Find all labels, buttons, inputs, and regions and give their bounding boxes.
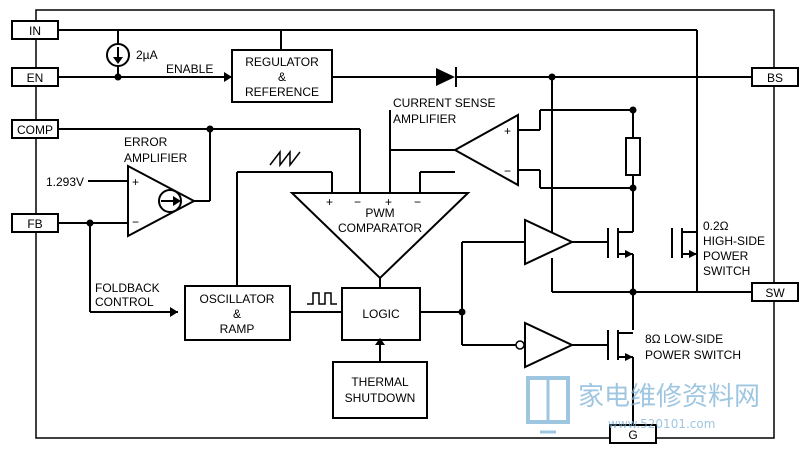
sawtooth-icon: [269, 149, 301, 168]
error-amp-label-1: ERROR: [124, 135, 168, 149]
pin-fb-label: FB: [27, 217, 42, 231]
svg-text:REFERENCE: REFERENCE: [245, 85, 319, 99]
junction-dots: [86, 73, 637, 316]
current-sense-label-1: CURRENT SENSE: [393, 96, 495, 110]
current-source-icon: [106, 43, 130, 67]
enable-label: ENABLE: [166, 62, 213, 76]
svg-text:+: +: [326, 195, 333, 209]
watermark-url: www.520101.com: [608, 417, 715, 431]
current-sense-amplifier: + −: [452, 113, 519, 187]
pin-g-label: G: [628, 428, 637, 442]
foldback-arrow-icon: [170, 307, 178, 317]
pin-comp: COMP: [11, 119, 59, 139]
pin-sw-label: SW: [765, 286, 785, 300]
high-side-driver: [524, 218, 575, 266]
pin-g: G: [609, 424, 657, 444]
high-side-label-2: HIGH-SIDE: [703, 234, 765, 248]
low-side-driver: [515, 321, 575, 369]
current-sense-label-2: AMPLIFIER: [393, 112, 457, 126]
pin-sw: SW: [751, 282, 799, 302]
svg-text:&: &: [233, 307, 241, 321]
current-source-label: 2µA: [136, 48, 158, 62]
svg-text:−: −: [414, 195, 421, 209]
pulse-train-icon: [307, 292, 337, 305]
svg-text:REGULATOR: REGULATOR: [245, 55, 319, 69]
pin-fb: FB: [11, 213, 59, 233]
pin-bs: BS: [751, 67, 799, 87]
high-side-label-1: 0.2Ω: [703, 219, 729, 233]
bootstrap-fet-icon: [689, 250, 697, 258]
pin-in-label: IN: [29, 24, 41, 38]
svg-text:RAMP: RAMP: [220, 322, 255, 336]
svg-text:SHUTDOWN: SHUTDOWN: [345, 391, 416, 405]
svg-text:OSCILLATOR: OSCILLATOR: [200, 292, 275, 306]
oscillator-block: OSCILLATOR & RAMP: [184, 285, 291, 341]
svg-text:−: −: [354, 195, 361, 209]
regulator-block: REGULATOR & REFERENCE: [231, 49, 333, 103]
enable-arrow-icon: [224, 72, 232, 82]
svg-text:+: +: [385, 195, 392, 209]
pwm-comparator: + − + − PWM COMPARATOR: [289, 192, 471, 280]
low-side-label-2: POWER SWITCH: [645, 348, 741, 362]
svg-text:−: −: [504, 164, 511, 178]
foldback-label-1: FOLDBACK: [95, 281, 160, 295]
logic-block: LOGIC: [341, 287, 421, 341]
low-side-label-1: 8Ω LOW-SIDE: [645, 332, 723, 346]
pin-comp-label: COMP: [17, 123, 53, 137]
watermark-logo-icon: [526, 376, 570, 434]
high-side-fet-icon: [625, 250, 633, 258]
error-amp-label-2: AMPLIFIER: [124, 151, 188, 165]
svg-text:&: &: [278, 70, 286, 84]
low-side-fet-icon: [625, 353, 633, 361]
high-side-label-4: SWITCH: [703, 264, 750, 278]
thermal-shutdown-block: THERMAL SHUTDOWN: [332, 361, 428, 419]
pin-bs-label: BS: [767, 71, 783, 85]
foldback-label-2: CONTROL: [95, 295, 154, 309]
diode-icon: [436, 67, 457, 87]
thermal-arrow-icon: [375, 338, 385, 345]
watermark-text: 家电维修资料网: [578, 382, 760, 412]
error-amplifier: + −: [127, 164, 197, 238]
svg-text:COMPARATOR: COMPARATOR: [338, 221, 422, 235]
svg-text:+: +: [132, 175, 139, 189]
pin-en-label: EN: [27, 71, 44, 85]
pin-en: EN: [11, 67, 59, 87]
sense-resistor-icon: [625, 137, 641, 176]
watermark: 家电维修资料网 www.520101.com: [526, 376, 760, 434]
svg-text:LOGIC: LOGIC: [362, 307, 400, 321]
high-side-label-3: POWER: [703, 249, 749, 263]
vref-label: 1.293V: [46, 175, 84, 189]
svg-text:THERMAL: THERMAL: [351, 375, 409, 389]
svg-text:PWM: PWM: [365, 206, 394, 220]
svg-text:−: −: [132, 215, 139, 229]
svg-text:+: +: [504, 124, 511, 138]
pin-in: IN: [11, 20, 59, 40]
